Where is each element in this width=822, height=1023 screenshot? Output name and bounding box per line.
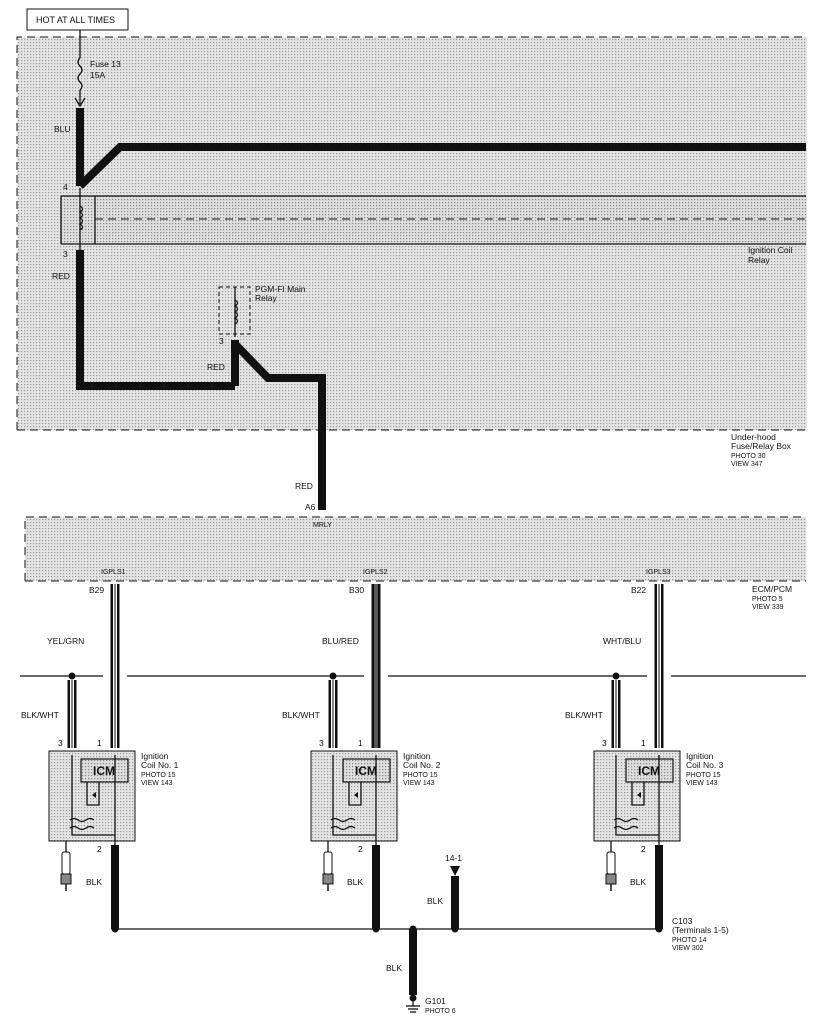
ecm-terminal-mrly: MRLY [313,522,332,529]
svg-text:VIEW 302: VIEW 302 [672,945,704,952]
relay-pin-bottom: 3 [63,249,68,259]
ecm-signal-1: IGPLS1 [101,569,126,576]
blk-2-label: BLK [347,877,363,887]
blk-wht-3-label: BLK/WHT [565,710,603,720]
ecm-pin-b30: B30 [349,585,364,595]
fuse-rating: 15A [90,70,105,80]
red-upper-label: RED [52,271,70,281]
ignition-coil-1: ICM 3 1 2 Ignition Coil No. 1 PHOTO 15 V… [48,738,179,854]
blk-wht-2-label: BLK/WHT [282,710,320,720]
svg-text:PHOTO 6: PHOTO 6 [425,1008,456,1015]
blu-wire-label: BLU [54,124,71,134]
svg-text:PHOTO 14: PHOTO 14 [672,937,707,944]
signal-wires: YEL/GRN BLU/RED WHT/BLU [47,584,664,748]
red-wire-upper: RED [52,250,235,390]
blk-mid-label: BLK [427,896,443,906]
svg-text:VIEW 143: VIEW 143 [686,780,718,787]
connector-c103: C103 (Terminals 1-5) PHOTO 14 VIEW 302 [672,916,729,952]
ignition-coil-relay: 4 3 Ignition Coil Relay [60,182,806,265]
ignition-relay-label-1: Ignition Coil [748,245,793,255]
yel-grn-label: YEL/GRN [47,636,84,646]
ecm-label: ECM/PCM [752,584,792,594]
spark-plug-icon [322,841,334,891]
hot-at-all-times-box: HOT AT ALL TIMES [26,8,129,31]
blk-1-label: BLK [86,877,102,887]
ignition-relay-label-2: Relay [748,255,770,265]
red-relay-label: RED [207,362,225,372]
red-wire-to-ecm: RED RED A6 [207,340,326,512]
svg-text:PHOTO 30: PHOTO 30 [731,453,766,460]
pgm-relay-pin: 3 [219,336,224,346]
relay-pin-top: 4 [63,182,68,192]
svg-text:2: 2 [641,844,646,854]
svg-text:VIEW 339: VIEW 339 [752,604,784,611]
svg-text:1: 1 [97,738,102,748]
ecm-pin-b29: B29 [89,585,104,595]
blk-3-label: BLK [630,877,646,887]
fuse-13: Fuse 13 15A [74,30,121,108]
blk-ground-label: BLK [386,963,402,973]
blu-red-label: BLU/RED [322,636,359,646]
ground-icon [406,1001,420,1013]
ground-wires: BLK BLK BLK [86,845,663,933]
svg-text:3: 3 [602,738,607,748]
icm-3-label: ICM [638,764,660,778]
blu-wire: BLU [54,108,806,189]
svg-text:(Terminals 1-5): (Terminals 1-5) [672,925,729,935]
svg-text:PHOTO 5: PHOTO 5 [752,596,783,603]
svg-text:Coil No. 3: Coil No. 3 [686,760,724,770]
ecm-signal-2: IGPLS2 [363,569,388,576]
svg-text:2: 2 [358,844,363,854]
spark-plug-icon [60,841,72,891]
ignition-coil-2: ICM 3 1 2 Ignition Coil No. 2 PHOTO 15 V… [310,738,441,854]
ground-g101: BLK G101 PHOTO 6 [386,929,456,1015]
svg-text:3: 3 [58,738,63,748]
coil-power-bus: BLK/WHT BLK/WHT BLK/WHT [20,669,806,748]
fuse-box-label: Under-hood Fuse/Relay Box PHOTO 30 VIEW … [731,432,792,468]
svg-text:Ignition: Ignition [403,751,431,761]
reference-label: 14-1 [445,853,462,863]
svg-text:VIEW 347: VIEW 347 [731,461,763,468]
ignition-coil-3: ICM 3 1 2 Ignition Coil No. 3 PHOTO 15 V… [593,738,724,854]
hot-at-all-times-label: HOT AT ALL TIMES [36,15,115,25]
svg-text:1: 1 [358,738,363,748]
fuse-name: Fuse 13 [90,59,121,69]
svg-text:Ignition: Ignition [686,751,714,761]
icm-1-label: ICM [93,764,115,778]
svg-text:Ignition: Ignition [141,751,169,761]
svg-text:Fuse/Relay Box: Fuse/Relay Box [731,441,792,451]
ecm-pcm-box: MRLY IGPLS1 IGPLS2 IGPLS3 ECM/PCM PHOTO … [24,516,806,611]
svg-text:PHOTO 15: PHOTO 15 [141,772,176,779]
red-ecm-label: RED [295,481,313,491]
svg-text:PHOTO 15: PHOTO 15 [686,772,721,779]
svg-text:3: 3 [319,738,324,748]
pgm-fi-main-relay: PGM-FI Main Relay 3 [218,284,306,346]
wht-blu-label: WHT/BLU [603,636,641,646]
svg-text:2: 2 [97,844,102,854]
ecm-connector-a6: A6 [305,502,316,512]
svg-text:Under-hood: Under-hood [731,432,776,442]
icm-2-label: ICM [355,764,377,778]
reference-14-1: 14-1 BLK [427,853,462,929]
svg-text:G101: G101 [425,996,446,1006]
svg-text:1: 1 [641,738,646,748]
pgm-relay-label-2: Relay [255,293,277,303]
svg-text:C103: C103 [672,916,693,926]
ecm-signal-3: IGPLS3 [646,569,671,576]
svg-text:Coil No. 2: Coil No. 2 [403,760,441,770]
blk-wht-1-label: BLK/WHT [21,710,59,720]
svg-text:VIEW 143: VIEW 143 [403,780,435,787]
pgm-relay-label-1: PGM-FI Main [255,284,306,294]
ecm-pin-b22: B22 [631,585,646,595]
svg-text:VIEW 143: VIEW 143 [141,780,173,787]
svg-text:PHOTO 15: PHOTO 15 [403,772,438,779]
spark-plug-icon [605,841,617,891]
svg-text:Coil No. 1: Coil No. 1 [141,760,179,770]
